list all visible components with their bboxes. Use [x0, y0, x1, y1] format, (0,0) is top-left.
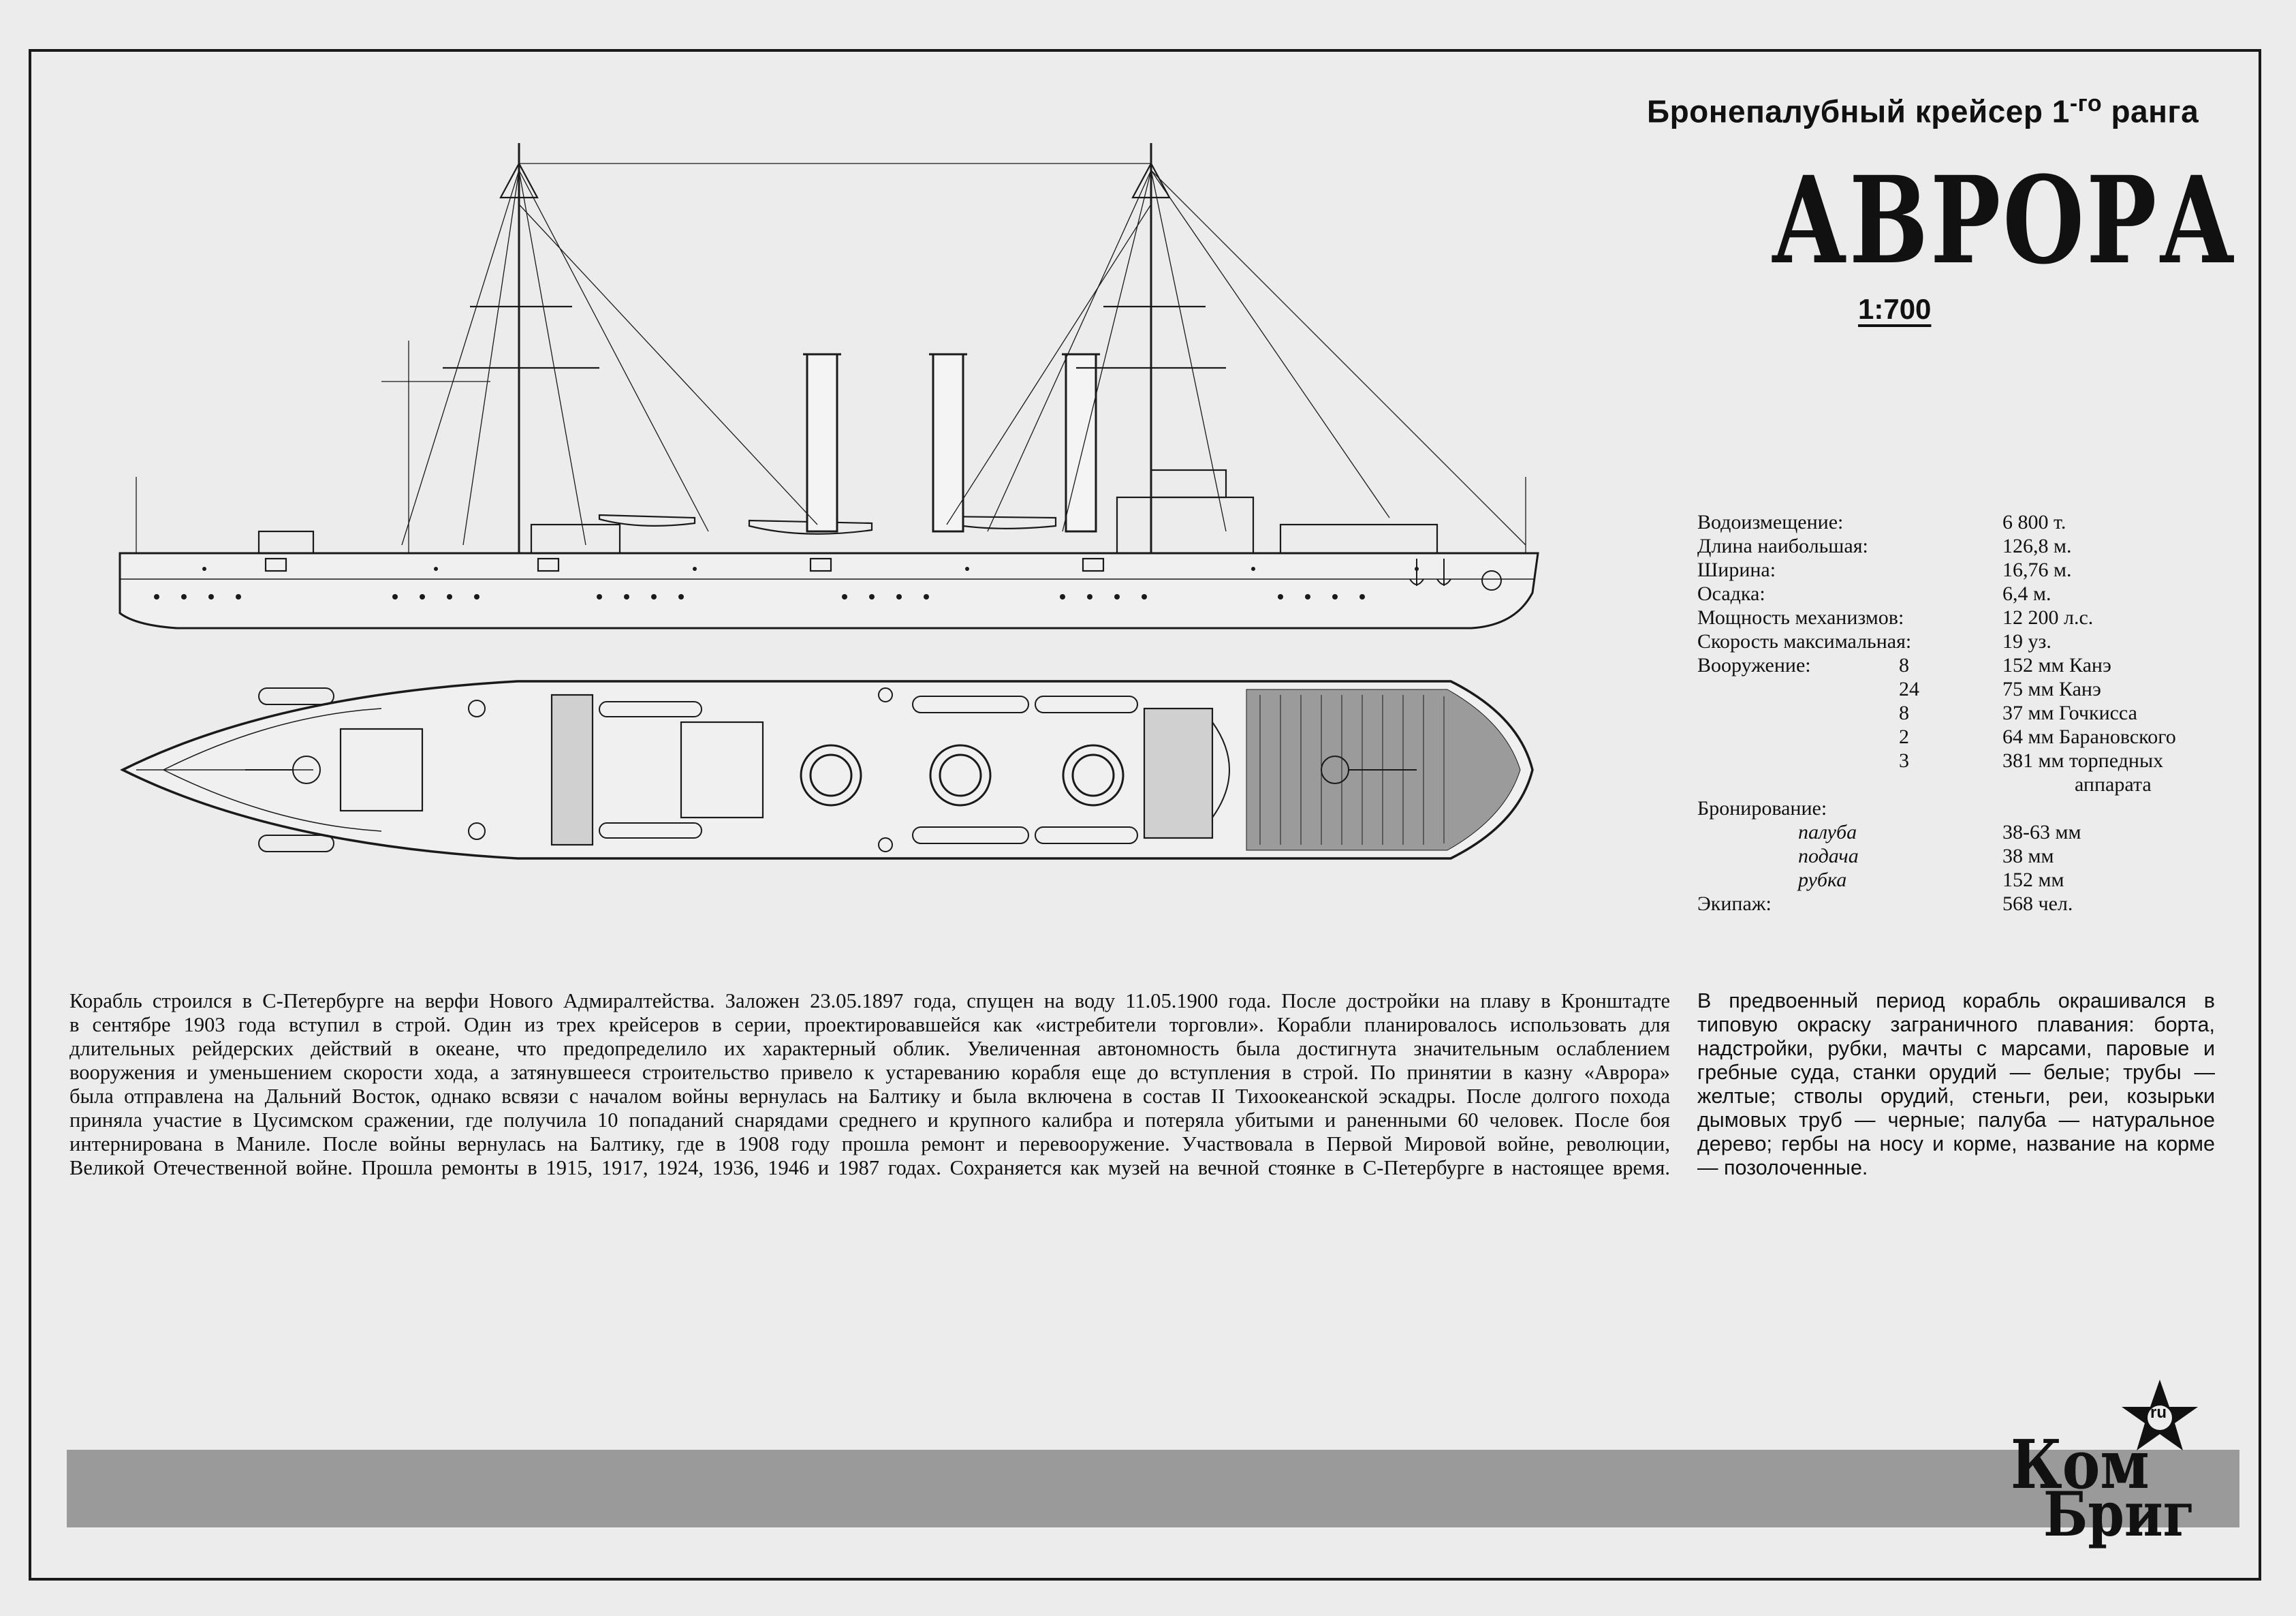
- armament-count: 2: [1899, 726, 1909, 748]
- armament-name: 75 мм Канэ: [2002, 678, 2101, 700]
- history-paragraph: Корабль строился в С-Петербурге на верфи…: [69, 989, 1670, 1180]
- history-line: Великой Отечественной войне. Прошла ремо…: [69, 1156, 1670, 1179]
- spec-armor-label: Бронирование:: [1697, 797, 1827, 820]
- armor-value: 38-63 мм: [2002, 821, 2081, 843]
- history-line: Корабль строился в С-Петербурге на верфи…: [69, 989, 1670, 1012]
- history-line: длительных рейдерских действий в океане,…: [69, 1037, 1670, 1060]
- armament-name: 37 мм Гочкисса: [2002, 702, 2137, 724]
- kombrig-star-icon: [2122, 1380, 2198, 1450]
- logo-text-line1: Ком: [2011, 1426, 2150, 1504]
- spec-crew-value: 568 чел.: [2002, 892, 2073, 915]
- armament-count: 24: [1899, 678, 1919, 700]
- spec-power-value: 12 200 л.с.: [2002, 606, 2094, 629]
- page-title: АВРОРА: [1771, 150, 2237, 291]
- side-view-drawing: [119, 143, 1539, 630]
- armament-count: 8: [1899, 702, 1909, 724]
- armor-name: подача: [1798, 845, 1859, 867]
- spec-speed-value: 19 уз.: [2002, 630, 2051, 653]
- paint-scheme-paragraph: В предвоенный период корабль окрашивался…: [1697, 989, 2215, 1179]
- history-line: вооружения и уменьшением скорости хода, …: [69, 1061, 1670, 1084]
- armor-value: 38 мм: [2002, 845, 2054, 867]
- spec-length-label: Длина наибольшая:: [1697, 535, 1868, 557]
- spec-beam-label: Ширина:: [1697, 559, 1776, 581]
- footer-band: [67, 1450, 2239, 1527]
- spec-draft-label: Осадка:: [1697, 582, 1765, 605]
- logo-text-line2: Бриг: [2043, 1478, 2195, 1551]
- armament-count: 8: [1899, 654, 1909, 677]
- spec-displacement-value: 6 800 т.: [2002, 511, 2066, 533]
- spec-power-label: Мощность механизмов:: [1697, 606, 1904, 629]
- portholes: [154, 567, 1419, 600]
- scale-label: 1:700: [1858, 293, 1932, 325]
- spec-beam-value: 16,76 м.: [2002, 559, 2072, 581]
- history-line: была отправлена на Дальний Восток, однак…: [69, 1085, 1670, 1108]
- subtitle-text: Бронепалубный крейсер 1: [1647, 93, 2070, 129]
- boats: [258, 687, 1138, 852]
- spec-draft-value: 6,4 м.: [2002, 582, 2051, 605]
- funnels: [803, 353, 1100, 533]
- top-view-drawing: [120, 680, 1534, 860]
- spec-speed-label: Скорость максимальная:: [1697, 630, 1912, 653]
- armament-count: 3: [1899, 749, 1909, 772]
- armor-name: рубка: [1798, 869, 1847, 891]
- armor-value: 152 мм: [2002, 869, 2064, 891]
- spec-armament-label: Вооружение:: [1697, 654, 1811, 677]
- armament-name: 64 мм Барановского: [2002, 726, 2176, 748]
- funnel-tops: [800, 744, 1125, 807]
- armament-name: 381 мм торпедных: [2002, 749, 2164, 772]
- spec-length-value: 126,8 м.: [2002, 535, 2072, 557]
- sheet-frame: [29, 49, 2261, 1581]
- spec-displacement-label: Водоизмещение:: [1697, 511, 1844, 533]
- armament-name-cont: аппарата: [2075, 773, 2152, 796]
- rigging: [136, 163, 1526, 553]
- logo-badge: ru: [2150, 1403, 2167, 1422]
- masts: [518, 143, 1152, 553]
- subtitle-suffix: -го: [2069, 91, 2103, 116]
- gun-mounts: [245, 687, 1417, 852]
- subtitle-end: ранга: [2111, 93, 2199, 129]
- history-line: приняла участие в Цусимском сражении, гд…: [69, 1108, 1670, 1132]
- subtitle: Бронепалубный крейсер 1-го ранга: [1647, 91, 2199, 129]
- history-line: интернирована в Маниле. После войны верн…: [69, 1132, 1670, 1155]
- spec-crew-label: Экипаж:: [1697, 892, 1772, 915]
- hull-outline: [119, 552, 1539, 630]
- armament-name: 152 мм Канэ: [2002, 654, 2111, 677]
- history-line: в сентябре 1903 года вступил в строй. Од…: [69, 1013, 1670, 1036]
- armor-name: палуба: [1798, 821, 1857, 843]
